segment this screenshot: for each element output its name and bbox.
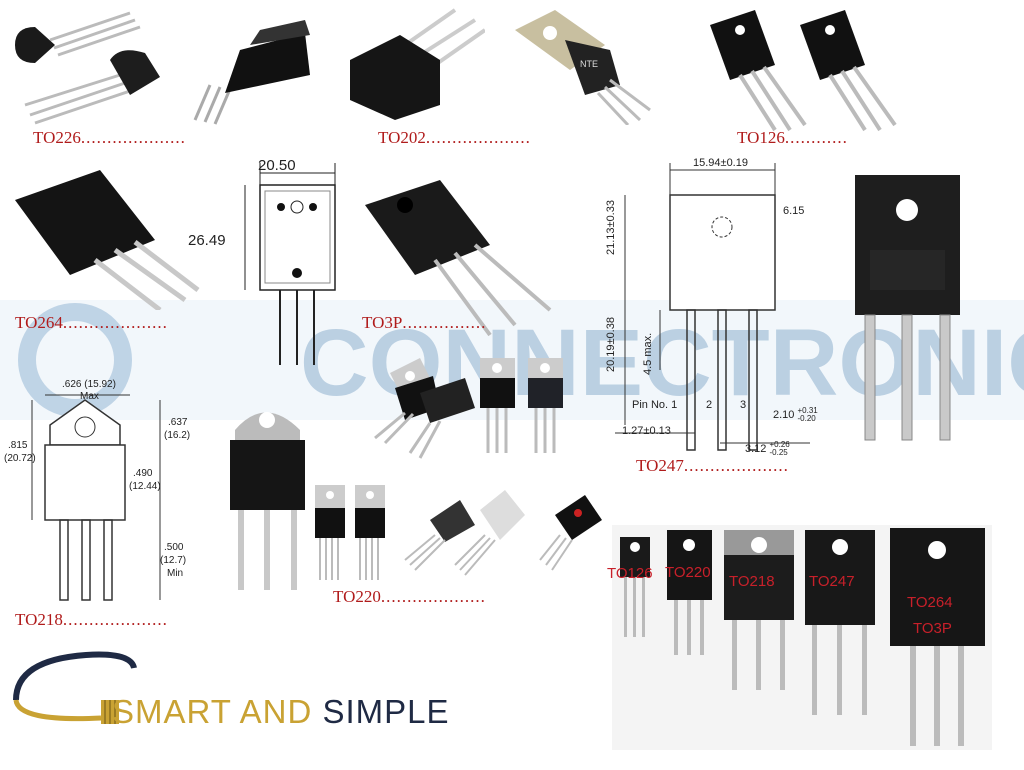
to247-lead-s-dim: 3.12 +0.26-0.25 xyxy=(745,441,790,457)
label-to220: TO220.................... xyxy=(333,587,486,607)
to220-package-photos-top xyxy=(374,358,563,459)
to247-width-dim: 15.94±0.19 xyxy=(693,157,748,169)
to218-tab-mm: (16.2) xyxy=(164,430,191,441)
to218-total-in: .815 xyxy=(8,440,28,451)
label-to226: TO226.................... xyxy=(33,128,186,148)
tolerance-minus: -0.20 xyxy=(797,414,816,423)
comparison-label-to126: TO126 xyxy=(607,565,653,582)
label-to218-text: TO218 xyxy=(15,610,63,629)
label-to3p: TO3P................ xyxy=(362,313,486,333)
to3p-package-photo xyxy=(365,180,552,337)
package-size-comparison-photo xyxy=(612,525,992,750)
comparison-label-to218: TO218 xyxy=(729,573,775,590)
brand-swoosh-icon xyxy=(13,651,137,701)
to264-package-photo xyxy=(15,170,200,310)
to218-lead-note: Min xyxy=(167,568,184,579)
to247-lead-w-value: 2.10 xyxy=(773,408,795,421)
to247-pin2: 2 xyxy=(706,399,713,411)
to264-height-dim: 26.49 xyxy=(188,232,226,249)
to218-lead-mm: (12.7) xyxy=(160,555,187,566)
to218-width-dim: .626 (15.92) xyxy=(62,379,116,390)
to218-package-photo xyxy=(230,412,305,590)
to226-package-photo xyxy=(15,11,310,125)
svg-text:NTE: NTE xyxy=(580,59,598,69)
brand-cable-icon xyxy=(13,699,102,722)
to247-lead-s-value: 3.12 xyxy=(745,442,767,455)
to247-height-upper-dim: 21.13±0.33 xyxy=(605,200,617,255)
label-to220-text: TO220 xyxy=(333,587,381,606)
comparison-label-to3p: TO3P xyxy=(913,620,952,637)
label-to126: TO126............ xyxy=(737,128,848,148)
to247-package-photo xyxy=(855,175,960,441)
label-to226-text: TO226 xyxy=(33,128,81,147)
tolerance-plus: +0.31 xyxy=(797,406,818,415)
to247-pitch-dim: 1.27±0.13 xyxy=(622,425,671,437)
to264-width-dim: 20.50 xyxy=(258,157,296,174)
comparison-label-to247: TO247 xyxy=(809,573,855,590)
to247-pin-no: Pin No. 1 xyxy=(632,399,678,411)
dot-leader: .................... xyxy=(62,313,168,332)
comparison-label-to264: TO264 xyxy=(907,594,953,611)
label-to126-text: TO126 xyxy=(737,128,785,147)
to247-max-dim: 4.5 max. xyxy=(642,332,654,375)
to247-lead-w-dim: 2.10 +0.31-0.20 xyxy=(773,407,818,423)
label-to202-text: TO202 xyxy=(378,128,426,147)
label-to218: TO218.................... xyxy=(15,610,168,630)
tolerance-minus: -0.25 xyxy=(769,448,788,457)
to218-dimension-drawing xyxy=(31,394,161,601)
label-to247-text: TO247 xyxy=(636,456,684,475)
to202-package-photo xyxy=(350,8,485,120)
dot-leader: .................... xyxy=(683,456,789,475)
dot-leader: .................... xyxy=(80,128,186,147)
brand-name-part1: SMART AND xyxy=(112,693,323,730)
to126-package-photo xyxy=(710,10,897,132)
to218-lead-in: .500 xyxy=(164,542,184,553)
brand-name: SMART AND SIMPLE xyxy=(112,693,450,731)
label-to264-text: TO264 xyxy=(15,313,63,332)
comparison-label-to220: TO220 xyxy=(665,564,711,581)
to218-width-note: Max xyxy=(80,391,99,402)
label-to202: TO202.................... xyxy=(378,128,531,148)
to247-hole-dim: 6.15 xyxy=(783,205,805,217)
to218-total-mm: (20.72) xyxy=(4,453,36,464)
label-to3p-text: TO3P xyxy=(362,313,403,332)
dot-leader: .................... xyxy=(425,128,531,147)
to218-body-in: .490 xyxy=(133,468,153,479)
label-to264: TO264.................... xyxy=(15,313,168,333)
to220-package-photos-bottom xyxy=(315,485,602,580)
brand-name-part2: SIMPLE xyxy=(322,693,450,730)
to218-tab-in: .637 xyxy=(168,417,188,428)
to247-dimension-drawing xyxy=(615,163,810,451)
dot-leader: ................ xyxy=(402,313,487,332)
to264-dimension-drawing xyxy=(244,163,336,365)
to202-tab-package-photo: NTE xyxy=(515,10,651,125)
brand-logo xyxy=(13,651,137,724)
dot-leader: .................... xyxy=(62,610,168,629)
to218-body-mm: (12.44) xyxy=(129,481,161,492)
tolerance-plus: +0.26 xyxy=(769,440,790,449)
dot-leader: ............ xyxy=(784,128,848,147)
dot-leader: .................... xyxy=(380,587,486,606)
to247-pin3: 3 xyxy=(740,399,747,411)
label-to247: TO247.................... xyxy=(636,456,789,476)
to247-height-lower-dim: 20.19±0.38 xyxy=(605,317,617,372)
